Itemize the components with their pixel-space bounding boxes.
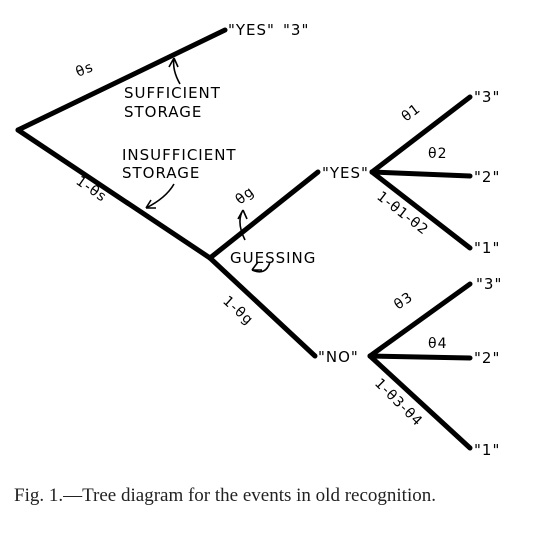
arrow-insufficient-storage xyxy=(145,183,175,209)
branch-theta-s: θs xyxy=(74,59,97,81)
edge-root-insufficient xyxy=(15,127,213,261)
edge-yes-one xyxy=(369,169,473,251)
node-yes-top: "YES" xyxy=(228,21,275,39)
edge-no-two xyxy=(367,353,473,361)
branch-theta-1: θ1 xyxy=(399,101,424,126)
node-two-a: "2" xyxy=(474,168,500,186)
edge-yes-two xyxy=(369,169,473,179)
edge-root-sufficient xyxy=(15,27,228,133)
label-insufficient: INSUFFICIENT xyxy=(122,146,237,164)
node-one-a: "1" xyxy=(474,239,500,257)
branch-theta-g: θg xyxy=(233,184,258,209)
edge-yes-three xyxy=(369,94,473,175)
node-two-b: "2" xyxy=(474,349,500,367)
node-three-b: "3" xyxy=(476,275,502,293)
branch-theta-2: θ2 xyxy=(428,146,447,162)
edge-guess-no xyxy=(207,255,318,359)
label-sufficient: SUFFICIENT xyxy=(124,84,221,102)
branch-theta-3: θ3 xyxy=(391,289,416,313)
edge-no-three xyxy=(367,281,473,359)
label-insufficient-storage: STORAGE xyxy=(122,164,200,182)
node-three-a: "3" xyxy=(474,88,500,106)
arrow-guessing xyxy=(237,209,271,273)
figure-caption: Fig. 1.—Tree diagram for the events in o… xyxy=(14,485,436,506)
node-no-mid: "NO" xyxy=(318,348,359,366)
label-sufficient-storage: STORAGE xyxy=(124,103,202,121)
edge-no-one xyxy=(367,353,473,451)
arrow-sufficient-storage xyxy=(168,57,181,85)
tree-diagram: "YES" "3" "YES" "NO" "3" "2" "1" "3" "2"… xyxy=(15,21,502,459)
label-guessing: GUESSING xyxy=(230,249,316,267)
branch-theta-4: θ4 xyxy=(428,336,447,352)
node-three-top: "3" xyxy=(283,21,309,39)
edge-guess-yes xyxy=(207,169,321,261)
node-one-b: "1" xyxy=(474,441,500,459)
node-yes-mid: "YES" xyxy=(322,164,369,182)
